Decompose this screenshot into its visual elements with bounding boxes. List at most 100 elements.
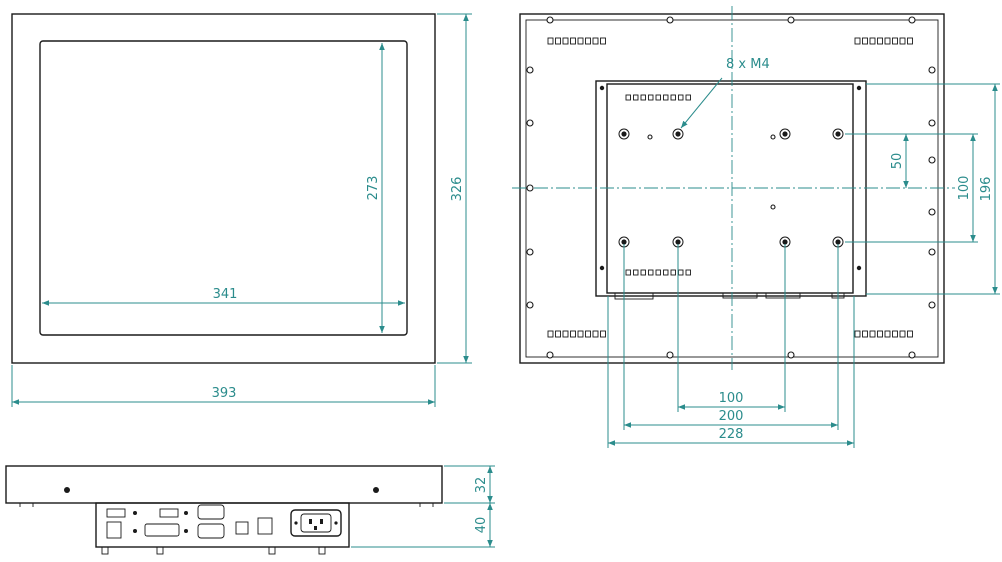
connector-bottom-2	[765, 292, 801, 299]
chassis-flange	[595, 80, 867, 297]
chassis-feet	[101, 546, 326, 555]
vent-slots-bottom-right	[854, 330, 913, 338]
label-slot	[685, 94, 691, 101]
vent-slot	[877, 330, 883, 338]
vesa-small-vertical-label: 50	[890, 153, 905, 170]
vent-slot	[555, 37, 561, 45]
vent-slot	[562, 330, 569, 338]
switch-1	[235, 521, 249, 535]
vent-slots-bottom-left	[547, 330, 606, 338]
vesa-mounting-holes	[618, 128, 844, 248]
vesa-screw	[782, 131, 788, 137]
label-slot	[648, 94, 654, 101]
label-slot	[663, 269, 669, 276]
serial-port	[197, 504, 225, 520]
vent-slot	[592, 37, 599, 45]
vent-slot	[862, 37, 868, 45]
power-inlet	[290, 509, 342, 537]
vent-slots-top-right	[854, 37, 913, 45]
mounting-hole	[928, 208, 936, 216]
bottom-chassis	[95, 502, 350, 548]
label-slot	[655, 94, 661, 101]
label-slot	[670, 94, 676, 101]
chassis-label-top	[625, 94, 691, 101]
vent-slot	[907, 37, 913, 45]
label-slot	[655, 269, 661, 276]
vent-slot	[562, 37, 569, 45]
vent-slot	[892, 37, 898, 45]
vent-slot	[907, 330, 913, 338]
vesa-screw	[782, 239, 788, 245]
chassis-width-label: 228	[719, 427, 744, 442]
vent-slot	[577, 37, 584, 45]
vesa-small-horizontal-label: 100	[719, 391, 744, 406]
label-slot	[625, 94, 631, 101]
label-slot	[640, 94, 646, 101]
mounting-hole	[546, 351, 554, 359]
chassis-label-bottom	[625, 269, 691, 276]
mounting-hole	[526, 66, 534, 74]
mounting-hole	[928, 119, 936, 127]
foot	[156, 546, 164, 555]
front-bezel-outline	[11, 13, 436, 364]
front-height-label: 326	[450, 177, 465, 202]
dc-jack	[106, 521, 122, 539]
vent-slot	[869, 37, 876, 45]
chassis-depth-label: 40	[474, 517, 489, 534]
label-slot	[663, 94, 669, 101]
vent-slot	[899, 330, 906, 338]
vent-slot	[547, 330, 554, 338]
vent-slot	[570, 37, 576, 45]
vesa-screw	[835, 239, 841, 245]
vent-slot	[592, 330, 599, 338]
vent-slot	[899, 37, 906, 45]
dvi-port	[144, 523, 180, 537]
mounting-hole	[928, 66, 936, 74]
vesa-large-vertical-label: 100	[957, 176, 972, 201]
vent-slot	[862, 330, 868, 338]
vesa-screw	[675, 239, 681, 245]
vent-slot	[877, 37, 883, 45]
vent-slot	[884, 330, 891, 338]
mounting-hole	[928, 248, 936, 256]
usb-port-1	[106, 508, 126, 518]
label-slot	[640, 269, 646, 276]
chassis-height-label: 196	[979, 177, 994, 202]
usb-port-2	[159, 508, 179, 518]
front-screen-area	[39, 40, 408, 336]
vesa-screw	[835, 131, 841, 137]
front-view: 341 273 393 326	[11, 13, 472, 407]
mounting-hole	[928, 156, 936, 164]
screen-height-label: 273	[366, 176, 381, 201]
vent-slots-top-left	[547, 37, 606, 45]
bezel-depth-label: 32	[474, 477, 489, 494]
vesa-large-horizontal-label: 200	[719, 409, 744, 424]
mounting-hole	[928, 301, 936, 309]
vent-slot	[884, 37, 891, 45]
foot	[101, 546, 109, 555]
perimeter-holes	[526, 16, 936, 359]
vent-slot	[854, 37, 861, 45]
label-slot	[685, 269, 691, 276]
bottom-view: 32 40	[5, 465, 495, 555]
label-slot	[633, 94, 639, 101]
vent-slot	[600, 37, 606, 45]
vesa-screw	[675, 131, 681, 137]
mounting-hole	[546, 16, 554, 24]
mounting-hole	[787, 16, 795, 24]
chassis-tab-bottom	[614, 292, 654, 300]
mounting-hole	[526, 248, 534, 256]
vent-slot	[854, 330, 861, 338]
label-slot	[633, 269, 639, 276]
foot	[268, 546, 276, 555]
mounting-hole	[666, 16, 674, 24]
label-slot	[648, 269, 654, 276]
vent-slot	[547, 37, 554, 45]
vent-slot	[570, 330, 576, 338]
mounting-hole	[526, 119, 534, 127]
mounting-hole	[908, 351, 916, 359]
vent-slot	[555, 330, 561, 338]
label-slot	[678, 94, 684, 101]
vent-slot	[577, 330, 584, 338]
